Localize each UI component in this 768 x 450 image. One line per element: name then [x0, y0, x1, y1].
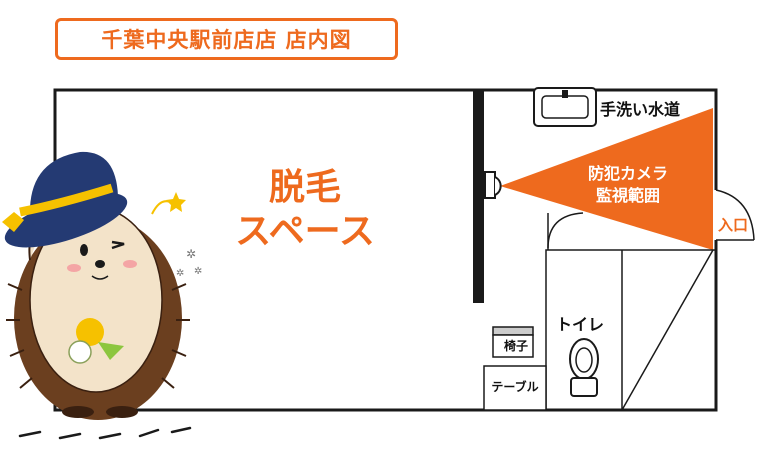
table-label: テーブル	[491, 380, 539, 394]
chair-label: 椅子	[503, 339, 528, 353]
security-camera-icon	[484, 171, 502, 199]
chair-icon	[492, 326, 534, 358]
toilet-label: トイレ	[556, 315, 605, 334]
hair-removal-space-label: 脱毛	[268, 167, 341, 208]
hedgehog-mascot: ✲ ✲ ✲	[2, 151, 202, 440]
svg-text:✲: ✲	[194, 266, 202, 277]
hair-removal-space-label-2: スペース	[235, 211, 375, 252]
map-title: 千葉中央駅前店店 店内図	[55, 18, 398, 60]
toilet-icon	[569, 338, 599, 397]
entrance-label: 入口	[718, 216, 749, 234]
partition-wall	[473, 90, 484, 303]
svg-text:✲: ✲	[186, 247, 196, 261]
toilet-room	[545, 212, 717, 411]
camera-range-icon	[500, 108, 713, 250]
sink-icon	[533, 87, 597, 127]
sink-label: 手洗い水道	[600, 100, 681, 119]
camera-range-label-2: 監視範囲	[595, 186, 660, 205]
table-icon	[483, 365, 547, 411]
camera-range-label: 防犯カメラ	[587, 164, 668, 183]
svg-text:✲: ✲	[176, 268, 184, 279]
entrance-door	[713, 189, 755, 241]
